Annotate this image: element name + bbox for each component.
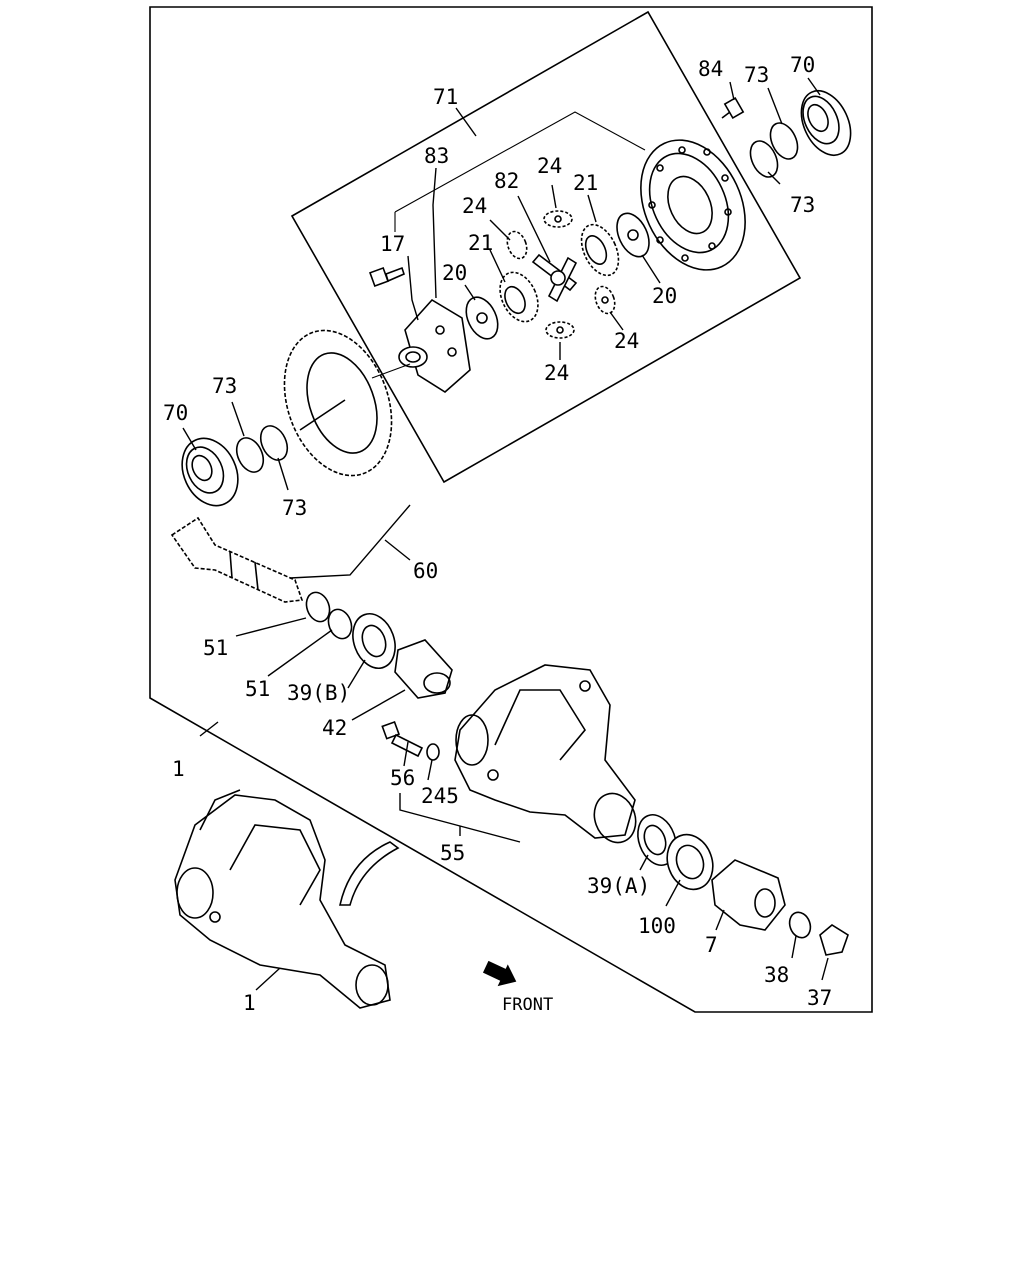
label-1-bottom: 1 — [243, 991, 256, 1015]
gear-leader — [371, 363, 411, 379]
washer-38 — [788, 911, 812, 939]
flange-7 — [711, 859, 786, 931]
washer-51-a — [305, 591, 331, 623]
rotation-arrow — [339, 841, 400, 906]
label-73-right: 73 — [790, 193, 815, 217]
washer-245 — [426, 743, 440, 761]
label-38: 38 — [764, 963, 789, 987]
thrust-washer-20-left — [465, 296, 499, 340]
label-245: 245 — [421, 784, 459, 808]
part-labels: 71 84 73 70 73 83 24 82 21 24 17 21 20 2… — [163, 53, 832, 1015]
outer-frame — [149, 6, 873, 1013]
label-1-top: 1 — [172, 757, 185, 781]
label-20-left: 20 — [442, 261, 467, 285]
pinion-gear-24-top — [543, 210, 573, 228]
bolt-56 — [381, 720, 424, 758]
label-73-top: 73 — [744, 63, 769, 87]
front-label: FRONT — [502, 995, 553, 1015]
nut-37 — [819, 924, 849, 956]
shim-73-right — [769, 122, 799, 160]
label-56: 56 — [390, 766, 415, 790]
assembled-differential — [174, 789, 391, 1009]
label-24-left: 24 — [462, 194, 487, 218]
label-21-left: 21 — [468, 231, 493, 255]
pinion-gear-24-right — [594, 285, 616, 315]
case-assembly-box — [290, 10, 802, 484]
washer-51-b — [327, 608, 353, 640]
label-84: 84 — [698, 57, 723, 81]
ring-gear — [283, 329, 393, 477]
label-71: 71 — [433, 85, 458, 109]
side-gear-21-right — [580, 223, 620, 277]
label-83: 83 — [424, 144, 449, 168]
bearing-70-right — [800, 90, 852, 156]
label-82: 82 — [494, 169, 519, 193]
leader-55 — [399, 793, 521, 843]
bolt-17 — [369, 266, 405, 287]
label-73-left-bottom: 73 — [282, 496, 307, 520]
label-21-right: 21 — [573, 171, 598, 195]
spider-82 — [531, 253, 578, 303]
label-20-right: 20 — [652, 284, 677, 308]
label-60: 60 — [413, 559, 438, 583]
bearing-39a — [637, 814, 677, 866]
side-gear-21-left — [499, 271, 539, 323]
label-24-right: 24 — [614, 329, 639, 353]
leader-60 — [289, 504, 411, 579]
front-arrow-icon — [482, 960, 517, 987]
label-17: 17 — [380, 232, 405, 256]
shim-73-left-2 — [259, 425, 289, 461]
leader-lines — [182, 77, 829, 991]
label-55: 55 — [440, 841, 465, 865]
bearing-70-left — [181, 437, 239, 507]
label-24-top: 24 — [537, 154, 562, 178]
case-half-right — [640, 139, 746, 271]
drive-pinion-60 — [170, 516, 304, 603]
label-70-left: 70 — [163, 401, 188, 425]
carrier-housing — [454, 664, 637, 844]
label-51-a: 51 — [203, 636, 228, 660]
label-73-left-top: 73 — [212, 374, 237, 398]
label-51-b: 51 — [245, 677, 270, 701]
label-24-bottom: 24 — [544, 361, 569, 385]
spacer-42 — [394, 639, 453, 699]
label-42: 42 — [322, 716, 347, 740]
bolt-84 — [721, 96, 745, 120]
inner-case-box — [394, 111, 646, 213]
case-half-left — [398, 298, 471, 393]
label-100: 100 — [638, 914, 676, 938]
shim-73-left — [235, 437, 265, 473]
label-37: 37 — [807, 986, 832, 1010]
label-39a: 39(A) — [587, 874, 650, 898]
label-70-top: 70 — [790, 53, 815, 77]
oil-seal-100 — [666, 833, 714, 891]
pinion-gear-24-left — [506, 230, 528, 260]
pinion-gear-24-bottom — [545, 321, 575, 339]
label-39b: 39(B) — [287, 681, 350, 705]
label-7: 7 — [705, 933, 718, 957]
bearing-39b — [352, 613, 396, 669]
